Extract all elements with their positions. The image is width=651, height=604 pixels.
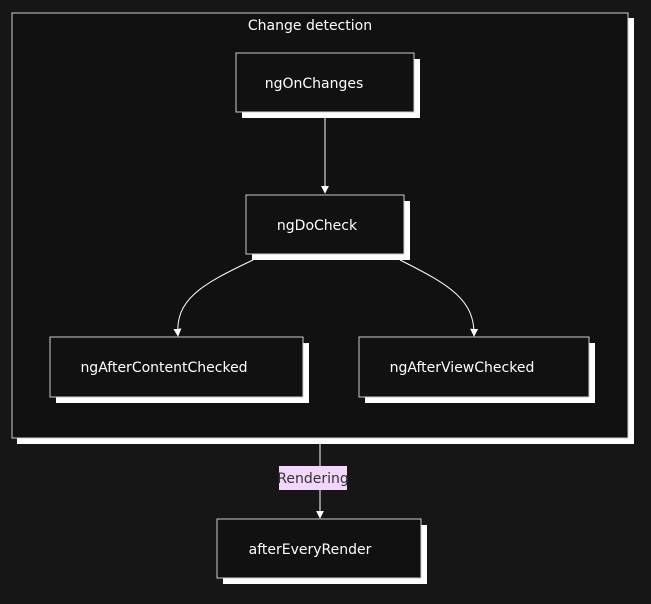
node-ngafterviewchecked-label: ngAfterViewChecked — [390, 360, 535, 376]
node-ngonchanges-label: ngOnChanges — [265, 76, 364, 92]
rendering-label: Rendering — [277, 471, 349, 487]
node-ngonchanges-box — [235, 52, 415, 113]
node-aftereveryrender-box — [216, 518, 422, 579]
rendering-edge-label: Rendering — [277, 466, 349, 490]
node-ngaftercontentchecked-box — [49, 336, 304, 398]
edge-ngdocheck-ngaftercontentchecked — [173, 259, 254, 337]
node-ngaftercontentchecked-label: ngAfterContentChecked — [80, 360, 247, 376]
node-ngdocheck: ngDoCheck — [245, 194, 410, 260]
node-ngafterviewchecked: ngAfterViewChecked — [358, 336, 595, 403]
node-ngonchanges: ngOnChanges — [235, 52, 420, 118]
edge-ngdocheck-ngafterviewchecked — [399, 259, 479, 337]
rendering-label-bg — [279, 466, 347, 490]
node-ngafterviewchecked-box — [358, 336, 590, 398]
node-aftereveryrender: afterEveryRender — [216, 518, 427, 584]
change-detection-title: Change detection — [248, 18, 372, 34]
node-ngdocheck-box — [245, 194, 405, 255]
node-aftereveryrender-label: afterEveryRender — [249, 542, 372, 558]
node-ngaftercontentchecked: ngAfterContentChecked — [49, 336, 309, 403]
node-ngdocheck-label: ngDoCheck — [277, 218, 358, 234]
